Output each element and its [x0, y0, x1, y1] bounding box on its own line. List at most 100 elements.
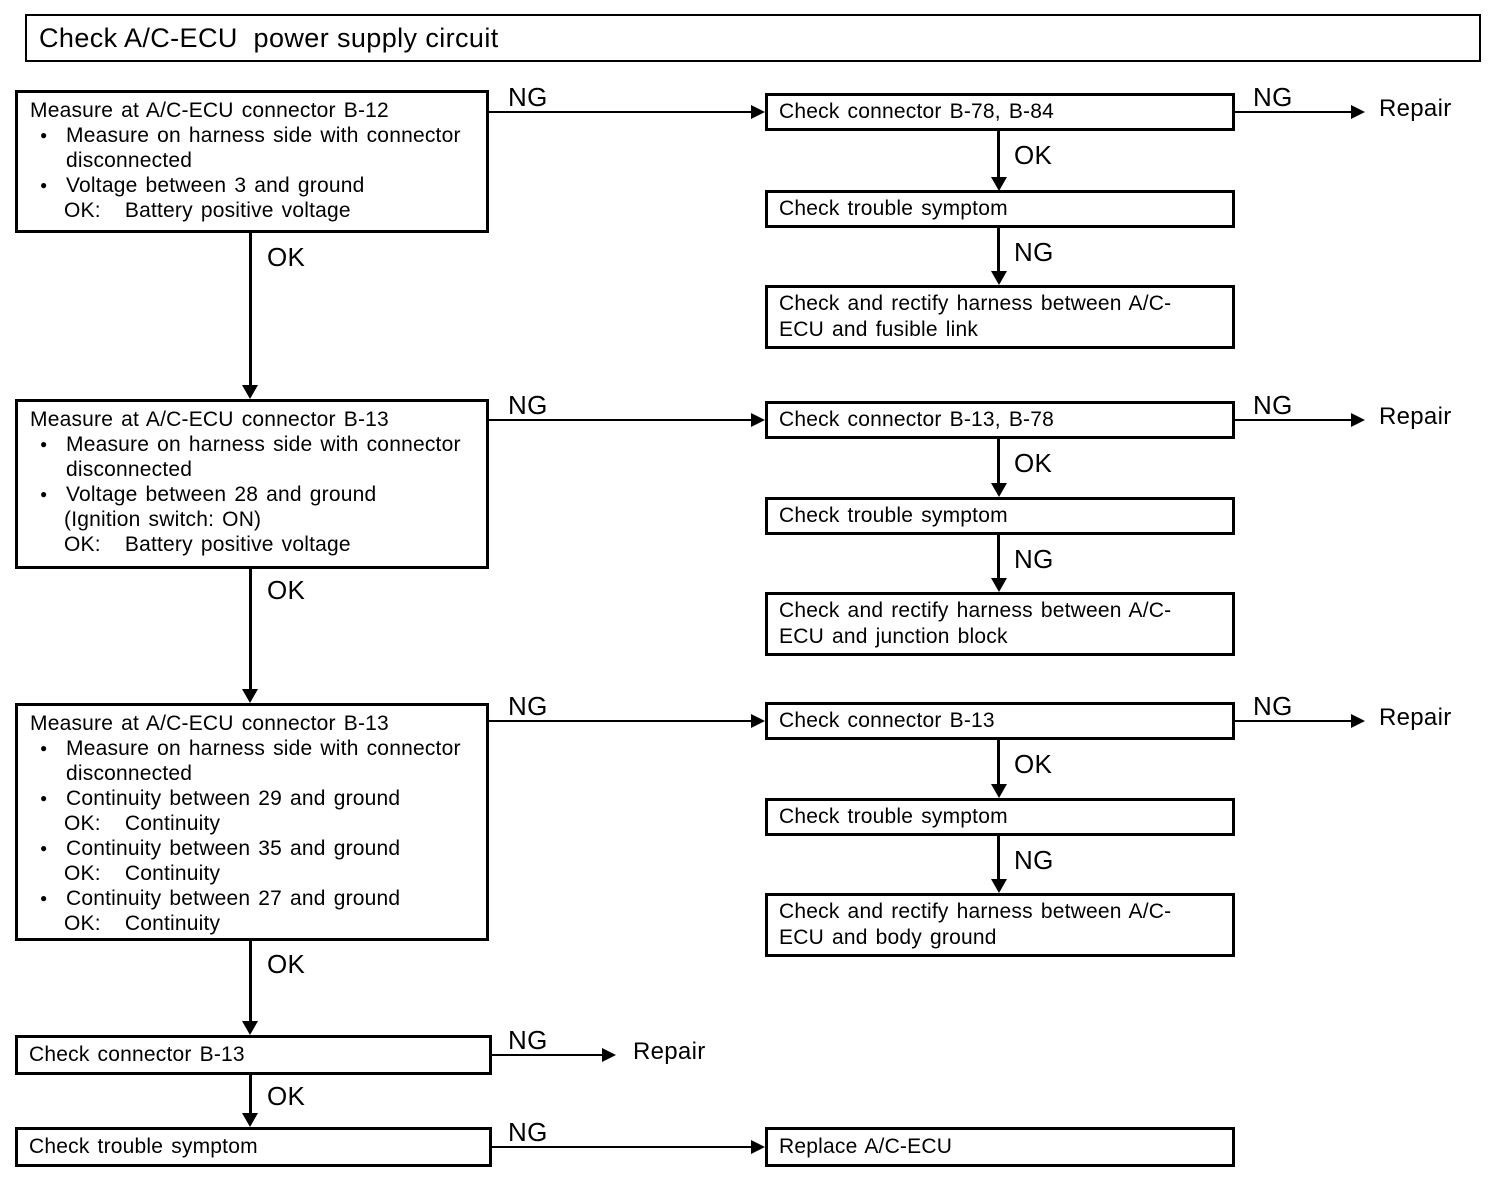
flow-title: Check A/C-ECU power supply circuit — [25, 14, 1481, 62]
step-title: Measure at A/C-ECU connector B-12 — [30, 99, 389, 122]
arrow-right-icon — [751, 413, 765, 427]
step-check-connector-b13-final: Check connector B-13 — [15, 1035, 492, 1075]
flow-line — [249, 233, 252, 386]
flow-line — [489, 419, 751, 421]
arrow-down-icon — [242, 1113, 258, 1127]
ok-label: OK — [1014, 448, 1053, 478]
flow-line — [997, 439, 1000, 485]
bullet-icon: ● — [40, 891, 48, 905]
step-measure-b12: Measure at A/C-ECU connector B-12 ● Meas… — [15, 90, 489, 233]
bullet-row: ● Voltage between 28 and ground — [30, 482, 482, 507]
bullet-text: Voltage between 28 and ground — [66, 483, 377, 506]
ng-label: NG — [1014, 845, 1054, 875]
arrow-down-icon — [991, 483, 1007, 497]
bullet-icon: ● — [40, 487, 48, 501]
bullet-text: Voltage between 3 and ground — [66, 174, 365, 197]
step-measure-b13-continuity: Measure at A/C-ECU connector B-13 ● Meas… — [15, 703, 489, 941]
step-check-trouble-symptom-2: Check trouble symptom — [765, 497, 1235, 535]
arrow-down-icon — [242, 385, 258, 399]
flow-line — [489, 111, 751, 113]
arrow-down-icon — [991, 879, 1007, 893]
bullet-subtext: OK: Continuity — [64, 812, 221, 835]
repair-label: Repair — [1379, 403, 1452, 430]
ng-label: NG — [1253, 390, 1293, 420]
bullet-subtext: OK: Continuity — [64, 862, 221, 885]
bullet-icon: ● — [40, 128, 48, 142]
bullet-icon: ● — [40, 178, 48, 192]
bullet-icon: ● — [40, 741, 48, 755]
bullet-icon: ● — [40, 791, 48, 805]
bullet-text: Continuity between 27 and ground — [66, 887, 401, 910]
arrow-right-icon — [602, 1048, 616, 1062]
flow-line — [249, 941, 252, 1022]
step-replace-ac-ecu: Replace A/C-ECU — [765, 1127, 1235, 1167]
arrow-right-icon — [751, 1140, 765, 1154]
repair-label: Repair — [1379, 704, 1452, 731]
step-rectify-junction-block: Check and rectify harness between A/C-EC… — [765, 592, 1235, 656]
arrow-down-icon — [991, 177, 1007, 191]
flow-line — [492, 1146, 751, 1148]
arrow-down-icon — [242, 1021, 258, 1035]
bullet-icon: ● — [40, 437, 48, 451]
ok-label: OK — [267, 242, 306, 272]
step-check-trouble-symptom-4: Check trouble symptom — [15, 1127, 492, 1167]
ok-label: OK — [1014, 749, 1053, 779]
step-check-connector-b13: Check connector B-13 — [765, 702, 1235, 740]
flow-line — [249, 569, 252, 690]
ok-label: OK — [1014, 140, 1053, 170]
bullet-text: Measure on harness side with connector d… — [66, 124, 469, 172]
bullet-text: Continuity between 35 and ground — [66, 837, 401, 860]
arrow-down-icon — [991, 271, 1007, 285]
ok-label: OK — [267, 575, 306, 605]
flow-line — [997, 836, 1000, 881]
step-measure-b13-voltage: Measure at A/C-ECU connector B-13 ● Meas… — [15, 399, 489, 569]
flow-line — [249, 1075, 252, 1113]
bullet-row: ● Measure on harness side with connector… — [30, 123, 482, 173]
arrow-right-icon — [1351, 105, 1365, 119]
flow-line — [1235, 111, 1351, 113]
ng-label: NG — [508, 82, 548, 112]
bullet-row: ● Continuity between 27 and ground — [30, 886, 482, 911]
flow-line — [997, 131, 1000, 179]
arrow-right-icon — [1351, 413, 1365, 427]
arrow-down-icon — [991, 578, 1007, 592]
flow-line — [997, 535, 1000, 580]
step-check-trouble-symptom-1: Check trouble symptom — [765, 190, 1235, 228]
step-title: Measure at A/C-ECU connector B-13 — [30, 712, 389, 735]
bullet-text: Continuity between 29 and ground — [66, 787, 401, 810]
ng-label: NG — [1253, 82, 1293, 112]
bullet-row: ● Measure on harness side with connector… — [30, 432, 482, 482]
bullet-row: ● Continuity between 29 and ground — [30, 786, 482, 811]
step-check-trouble-symptom-3: Check trouble symptom — [765, 798, 1235, 836]
bullet-row: ● Measure on harness side with connector… — [30, 736, 482, 786]
flow-line — [1235, 419, 1351, 421]
arrow-down-icon — [242, 689, 258, 703]
bullet-subtext: OK: Battery positive voltage — [64, 533, 351, 556]
flow-line — [997, 740, 1000, 786]
bullet-icon: ● — [40, 841, 48, 855]
ok-label: OK — [267, 949, 306, 979]
step-check-connector-b13-b78: Check connector B-13, B-78 — [765, 401, 1235, 439]
bullet-subtext: OK: Battery positive voltage — [64, 199, 351, 222]
ng-label: NG — [1014, 544, 1054, 574]
bullet-row: ● Continuity between 35 and ground — [30, 836, 482, 861]
repair-label: Repair — [633, 1038, 706, 1065]
arrow-right-icon — [751, 714, 765, 728]
ng-label: NG — [508, 390, 548, 420]
flow-line — [489, 720, 751, 722]
bullet-text: Measure on harness side with connector d… — [66, 737, 469, 785]
flow-line — [1235, 720, 1351, 722]
bullet-subtext: (Ignition switch: ON) — [64, 508, 262, 531]
ok-label: OK — [267, 1081, 306, 1111]
step-title: Measure at A/C-ECU connector B-13 — [30, 408, 389, 431]
bullet-row: ● Voltage between 3 and ground — [30, 173, 482, 198]
flow-line — [997, 228, 1000, 273]
ng-label: NG — [1253, 691, 1293, 721]
bullet-text: Measure on harness side with connector d… — [66, 433, 469, 481]
ng-label: NG — [508, 1025, 548, 1055]
ng-label: NG — [508, 1117, 548, 1147]
ng-label: NG — [1014, 237, 1054, 267]
repair-label: Repair — [1379, 95, 1452, 122]
step-rectify-body-ground: Check and rectify harness between A/C-EC… — [765, 893, 1235, 957]
